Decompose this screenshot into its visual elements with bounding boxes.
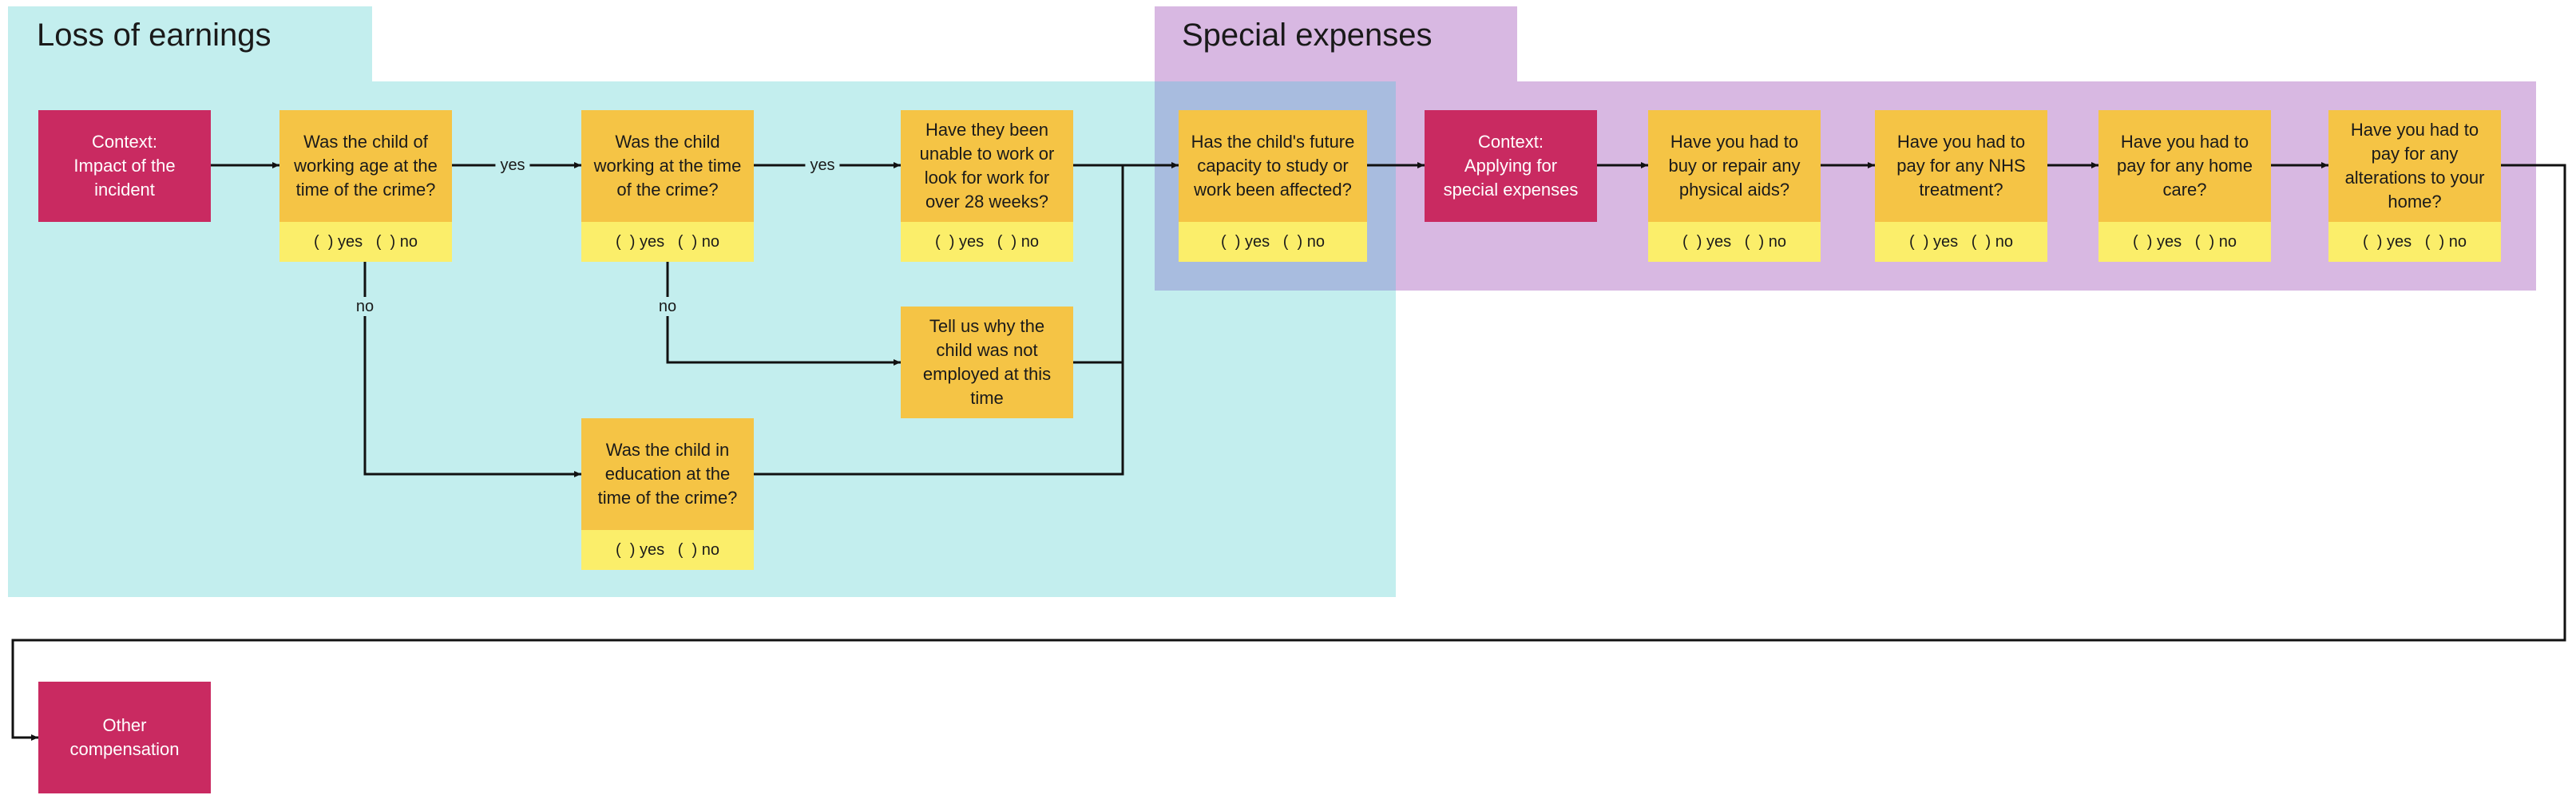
region-special-expenses-tab [1155, 6, 1517, 83]
context-impact-node: Context: Impact of the incident [38, 110, 211, 222]
question-why-not-employed[interactable]: Tell us why the child was not employed a… [901, 307, 1073, 418]
question-physical-aids: Have you had to buy or repair any physic… [1648, 110, 1821, 222]
question-education: Was the child in education at the time o… [581, 418, 754, 530]
question-nhs-treatment: Have you had to pay for any NHS treatmen… [1875, 110, 2047, 222]
other-compensation-node: Other compensation [38, 682, 211, 793]
question-home-care: Have you had to pay for any home care? [2098, 110, 2271, 222]
answer-home-care-yes-no[interactable]: ( ) yes ( ) no [2098, 222, 2271, 262]
region-loss-of-earnings-tab [8, 6, 372, 83]
edge-why-not-merge [1073, 165, 1124, 364]
edge-label-yes-2: yes [805, 156, 840, 175]
question-working-age: Was the child of working age at the time… [279, 110, 452, 222]
edge-working-age-no-to-education [363, 262, 581, 477]
answer-nhs-treatment-yes-no[interactable]: ( ) yes ( ) no [1875, 222, 2047, 262]
answer-unable-to-work-yes-no[interactable]: ( ) yes ( ) no [901, 222, 1073, 262]
edge-alterations-to-other [11, 164, 2566, 741]
special-expenses-title: Special expenses [1182, 18, 1433, 53]
answer-working-yes-no[interactable]: ( ) yes ( ) no [581, 222, 754, 262]
answer-future-capacity-yes-no[interactable]: ( ) yes ( ) no [1179, 222, 1367, 262]
answer-working-age-yes-no[interactable]: ( ) yes ( ) no [279, 222, 452, 262]
loss-of-earnings-title: Loss of earnings [37, 18, 271, 53]
question-unable-to-work: Have they been unable to work or look fo… [901, 110, 1073, 222]
edge-label-no-2: no [653, 297, 682, 316]
edge-working-no-to-why-not [666, 262, 901, 366]
question-working: Was the child working at the time of the… [581, 110, 754, 222]
context-special-expenses-node: Context: Applying for special expenses [1425, 110, 1597, 222]
edge-label-yes-1: yes [495, 156, 530, 175]
question-future-capacity: Has the child's future capacity to study… [1179, 110, 1367, 222]
answer-home-alterations-yes-no[interactable]: ( ) yes ( ) no [2328, 222, 2501, 262]
answer-education-yes-no[interactable]: ( ) yes ( ) no [581, 530, 754, 570]
question-home-alterations: Have you had to pay for any alterations … [2328, 110, 2501, 222]
edge-label-no-1: no [351, 297, 379, 316]
answer-physical-aids-yes-no[interactable]: ( ) yes ( ) no [1648, 222, 1821, 262]
edge-education-merge [754, 165, 1124, 476]
